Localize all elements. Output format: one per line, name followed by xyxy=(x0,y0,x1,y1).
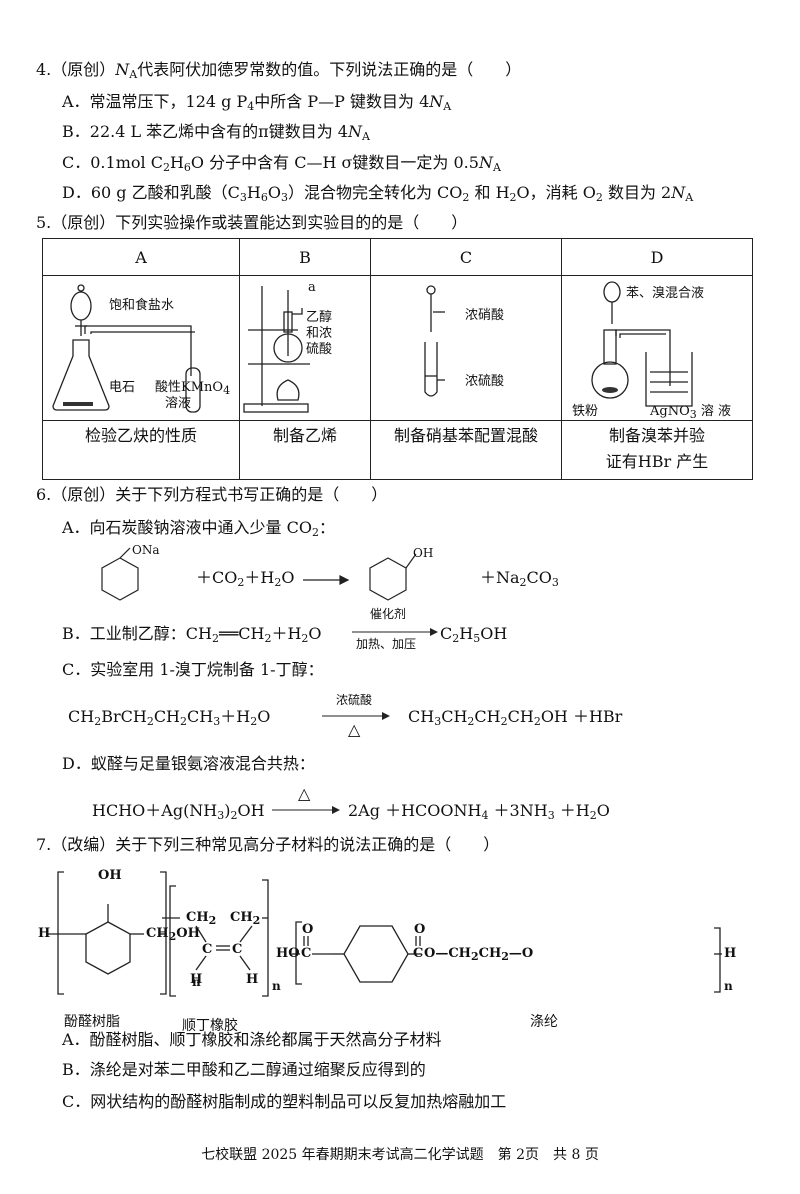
heat-symbol: △ xyxy=(298,784,311,803)
q7-option-a: A．酚醛树脂、顺丁橡胶和涤纶都属于天然高分子材料 xyxy=(62,1030,442,1049)
label-sulfuric-acid: 硫酸 xyxy=(306,342,333,357)
label-solution: 溶液 xyxy=(165,396,192,411)
caption-c: 制备硝基苯配置混酸 xyxy=(370,420,562,480)
polymer-structures xyxy=(48,871,722,997)
q4-option-b: B．22.4 L 苯乙烯中含有的π键数目为 4NA xyxy=(62,122,370,143)
apparatus-d: 苯、溴混合液 铁粉 AgNO3 溶 液 xyxy=(561,275,753,421)
name-polyester: 涤纶 xyxy=(530,1014,558,1030)
q6-stem: 6.（原创）关于下列方程式书写正确的是（ ） xyxy=(36,485,388,504)
col-c-header: C xyxy=(370,238,562,276)
q6-d-products: 2Ag ＋HCOONH4 ＋3NH3 ＋H2O xyxy=(348,801,610,822)
s2-c1: C xyxy=(202,942,213,957)
q6-a-products: ＋Na2CO3 xyxy=(480,568,559,589)
label-agno3: AgNO3 溶 液 xyxy=(650,404,732,421)
conc-sulfuric-label: 浓硫酸 xyxy=(336,693,373,707)
q6-option-a: A．向石炭酸钠溶液中通入少量 CO2： xyxy=(62,518,336,539)
q4-option-d: D．60 g 乙酸和乳酸（C3H6O3）混合物完全转化为 CO2 和 H2O，消… xyxy=(62,183,694,204)
q6-a-reactants: ＋CO2＋H2O xyxy=(196,568,295,589)
label-kmno4: 酸性KMnO4 xyxy=(155,380,231,397)
reaction-arrow xyxy=(352,628,438,636)
q7-option-c: C．网状结构的酚醛树脂制成的塑料制品可以反复加热熔融加工 xyxy=(62,1092,507,1111)
q6-b-product: C2H5OH xyxy=(440,624,508,645)
s2-c2: C xyxy=(232,942,243,957)
s3-o1: O xyxy=(302,922,314,937)
s3-n: n xyxy=(724,979,733,993)
s3-h: H xyxy=(724,946,737,961)
label-saturated-brine: 饱和食盐水 xyxy=(109,298,175,313)
col-d-header: D xyxy=(561,238,753,276)
name-phenolic-resin: 酚醛树脂 xyxy=(64,1014,120,1030)
s3-ho: HO xyxy=(276,946,300,961)
apparatus-c: 浓硝酸 浓硫酸 xyxy=(370,275,562,421)
s3-c2: C xyxy=(413,946,424,961)
s2-h2: H xyxy=(246,972,259,987)
name-cis-butadiene-rubber: 顺丁橡胶 xyxy=(182,1018,238,1034)
s1-ch2oh: CH2OH xyxy=(146,926,200,943)
q6-option-d: D．蚁醛与足量银氨溶液混合共热： xyxy=(62,754,315,773)
oh-group: OH xyxy=(413,546,434,560)
caption-a: 检验乙炔的性质 xyxy=(42,420,240,480)
q6-c-products: CH3CH2CH2CH2OH ＋HBr xyxy=(408,707,623,728)
page-footer: 七校联盟 2025 年春期期末考试高二化学试题 第 2页 共 8 页 xyxy=(201,1147,599,1163)
q5-stem: 5.（原创）下列实验操作或装置能达到实验目的的是（ ） xyxy=(36,213,468,232)
s3-c1: C xyxy=(301,946,312,961)
label-and-conc: 和浓 xyxy=(306,326,333,341)
s2-n: n xyxy=(272,979,281,993)
catalyst-label: 催化剂 xyxy=(370,607,407,621)
label-nitric-acid: 浓硝酸 xyxy=(465,308,505,323)
s2-ch2-left: CH2 xyxy=(186,910,217,927)
q4-option-a: A．常温常压下，124 g P4中所含 P—P 键数目为 4NA xyxy=(62,92,452,113)
heat-symbol: △ xyxy=(348,720,361,739)
q4-option-c: C．0.1mol C2H6O 分子中含有 C—H σ键数目一定为 0.5NA xyxy=(62,153,501,174)
reaction-arrow xyxy=(322,712,390,720)
q7-option-b: B．涤纶是对苯二甲酸和乙二醇通过缩聚反应得到的 xyxy=(62,1060,426,1079)
reaction-arrow xyxy=(272,806,340,814)
s1-h: H xyxy=(38,926,51,941)
ethylene-apparatus-drawing xyxy=(243,286,310,413)
apparatus-b: a 乙醇 和浓 硫酸 xyxy=(239,275,371,421)
bromobenzene-apparatus-drawing xyxy=(591,281,693,407)
q7-stem: 7.（改编）关于下列三种常见高分子材料的说法正确的是（ ） xyxy=(36,835,500,854)
s3-o2: O xyxy=(414,922,426,937)
ona-group: ONa xyxy=(132,543,160,557)
mixed-acid-drawing xyxy=(424,285,445,397)
label-conc-sulfuric: 浓硫酸 xyxy=(465,374,505,389)
s3-chain: O—CH2CH2—O xyxy=(424,946,534,963)
q5-table: A B C D 饱和食盐水 电石 酸性KMnO4 xyxy=(42,238,753,480)
caption-d: 制备溴苯并验证有HBr 产生 xyxy=(561,420,753,480)
label-tube-a: a xyxy=(308,280,316,295)
acetylene-apparatus-drawing xyxy=(52,284,201,413)
q6-c-reactants: CH2BrCH2CH2CH3＋H2O xyxy=(68,707,271,728)
q4-stem: 4.（原创）NA代表阿伏加德罗常数的值。下列说法正确的是（ ） xyxy=(36,60,522,81)
q6-d-reactants: HCHO＋Ag(NH3)2OH xyxy=(92,801,265,822)
s1-n: n xyxy=(192,975,201,989)
col-b-header: B xyxy=(239,238,371,276)
label-iron-powder: 铁粉 xyxy=(572,404,599,419)
caption-b: 制备乙烯 xyxy=(239,420,371,480)
label-benzene-bromine: 苯、溴混合液 xyxy=(626,286,705,301)
label-calcium-carbide: 电石 xyxy=(109,380,136,395)
s2-ch2-right: CH2 xyxy=(230,910,261,927)
apparatus-a: 饱和食盐水 电石 酸性KMnO4 溶液 xyxy=(42,275,240,421)
label-ethanol: 乙醇 xyxy=(306,310,333,325)
s2-h1: H xyxy=(190,972,203,987)
q6-option-b: B．工业制乙醇：CH2══CH2＋H2O xyxy=(62,624,322,645)
q6-option-c: C．实验室用 1-溴丁烷制备 1-丁醇： xyxy=(62,660,324,679)
conditions-label: 加热、加压 xyxy=(356,637,417,651)
s1-oh: OH xyxy=(98,868,122,883)
col-a-header: A xyxy=(42,238,240,276)
q6-a-equation-drawing xyxy=(101,547,417,601)
